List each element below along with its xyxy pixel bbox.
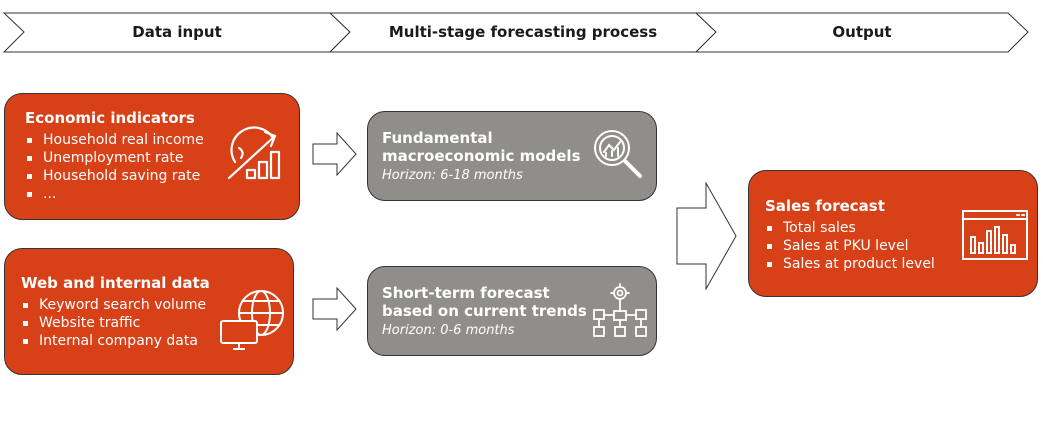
short-term-forecast-title-line2: based on current trends [382, 302, 587, 320]
web-internal-data-box: Web and internal data Keyword search vol… [4, 248, 294, 375]
process-header-chevrons [2, 12, 1029, 53]
list-item: Website traffic [21, 314, 293, 332]
list-item: Sales at product level [765, 255, 1037, 273]
arrow-right-icon [312, 287, 357, 331]
arrow-right-icon [312, 132, 357, 176]
fundamental-models-title-line1: Fundamental [382, 129, 493, 147]
list-item: Internal company data [21, 332, 293, 350]
fundamental-models-box: Fundamental macroeconomic models Horizon… [367, 111, 657, 201]
header-chevron-output [694, 12, 1029, 53]
fundamental-models-horizon: Horizon: 6-18 months [382, 168, 523, 183]
gear-network-icon [593, 283, 647, 337]
list-item: Sales at PKU level [765, 237, 1037, 255]
sales-forecast-list: Total sales Sales at PKU level Sales at … [765, 219, 1037, 273]
header-label-output: Output [832, 23, 892, 41]
magnifier-analytics-icon [594, 130, 642, 178]
list-item: Unemployment rate [25, 149, 299, 167]
economic-indicators-box: Economic indicators Household real incom… [4, 93, 300, 220]
web-internal-data-list: Keyword search volume Website traffic In… [21, 296, 293, 350]
sales-forecast-box: Sales forecast Total sales Sales at PKU … [748, 170, 1038, 297]
chart-growth-icon [227, 126, 281, 180]
browser-bar-chart-icon [962, 210, 1028, 260]
header-label-data-input: Data input [132, 23, 222, 41]
economic-indicators-list: Household real income Unemployment rate … [25, 131, 299, 203]
list-item: ... [25, 185, 299, 203]
header-label-process: Multi-stage forecasting process [388, 23, 658, 41]
arrow-right-large-icon [676, 182, 737, 290]
list-item: Keyword search volume [21, 296, 293, 314]
short-term-forecast-horizon: Horizon: 0-6 months [382, 323, 515, 338]
short-term-forecast-title-line1: Short-term forecast [382, 284, 550, 302]
economic-indicators-title: Economic indicators [25, 109, 195, 127]
fundamental-models-title-line2: macroeconomic models [382, 147, 581, 165]
list-item: Household real income [25, 131, 299, 149]
globe-monitor-icon [220, 290, 284, 350]
short-term-forecast-box: Short-term forecast based on current tre… [367, 266, 657, 356]
list-item: Total sales [765, 219, 1037, 237]
web-internal-data-title: Web and internal data [21, 274, 210, 292]
sales-forecast-title: Sales forecast [765, 197, 885, 215]
list-item: Household saving rate [25, 167, 299, 185]
